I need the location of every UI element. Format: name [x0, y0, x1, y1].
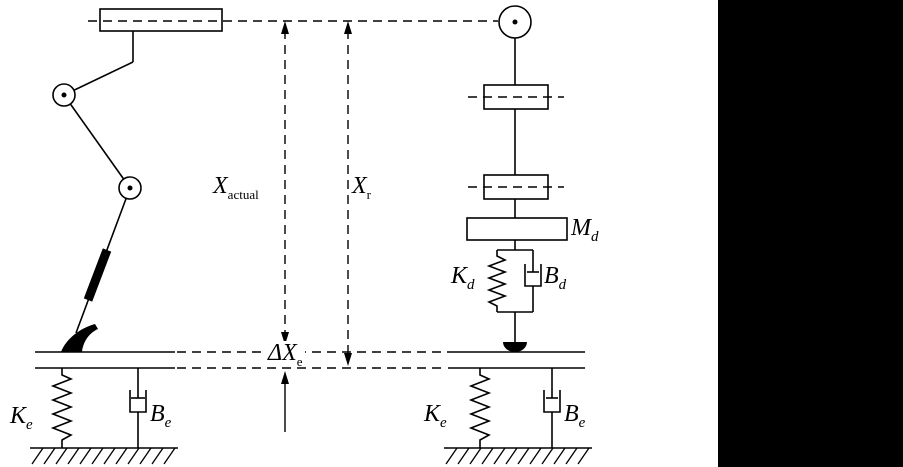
dimension-annotations: [177, 21, 448, 432]
end-effector-tip-left: [61, 324, 98, 352]
x-actual-arrow-down: [281, 332, 289, 345]
kd-spring: [486, 250, 508, 312]
link-0: [63, 61, 134, 96]
delta-x-e-arrow-up: [281, 371, 289, 384]
robot-arm: [52, 8, 223, 352]
label-m-d: Md: [571, 215, 599, 245]
left-ground-hatching: [31, 447, 176, 465]
label-b-e-left: Be: [150, 401, 172, 431]
right-ground-hatching: [445, 447, 590, 465]
x-actual-arrow-up: [281, 21, 289, 34]
revolute-joint-2-pin: [127, 185, 133, 191]
label-x-actual: Xactual: [213, 173, 259, 202]
label-k-d: Kd: [451, 263, 475, 293]
label-k-e-right: Ke: [424, 401, 447, 431]
mass-block: [466, 217, 568, 241]
label-b-e-right: Be: [564, 401, 586, 431]
left-environment: [30, 351, 178, 465]
actuator-segment: [83, 248, 112, 302]
link-1: [63, 94, 131, 189]
revolute-joint-1-pin: [61, 92, 67, 98]
label-x-r: Xr: [352, 173, 372, 202]
base-block: [99, 8, 223, 32]
right-environment: [444, 351, 592, 465]
black-side-panel: [718, 0, 903, 467]
left-environment-spring: [50, 368, 74, 448]
label-k-e-left: Ke: [10, 403, 33, 433]
top-revolute-joint-pin: [512, 19, 518, 25]
impedance-model: [466, 5, 568, 352]
label-b-d: Bd: [544, 263, 567, 293]
x-r-arrow-up: [344, 21, 352, 34]
right-environment-spring: [468, 368, 492, 448]
x-r-arrow-down: [344, 353, 352, 366]
end-effector-tip-right: [503, 342, 527, 352]
label-delta-x-e: ΔXe: [266, 340, 305, 369]
